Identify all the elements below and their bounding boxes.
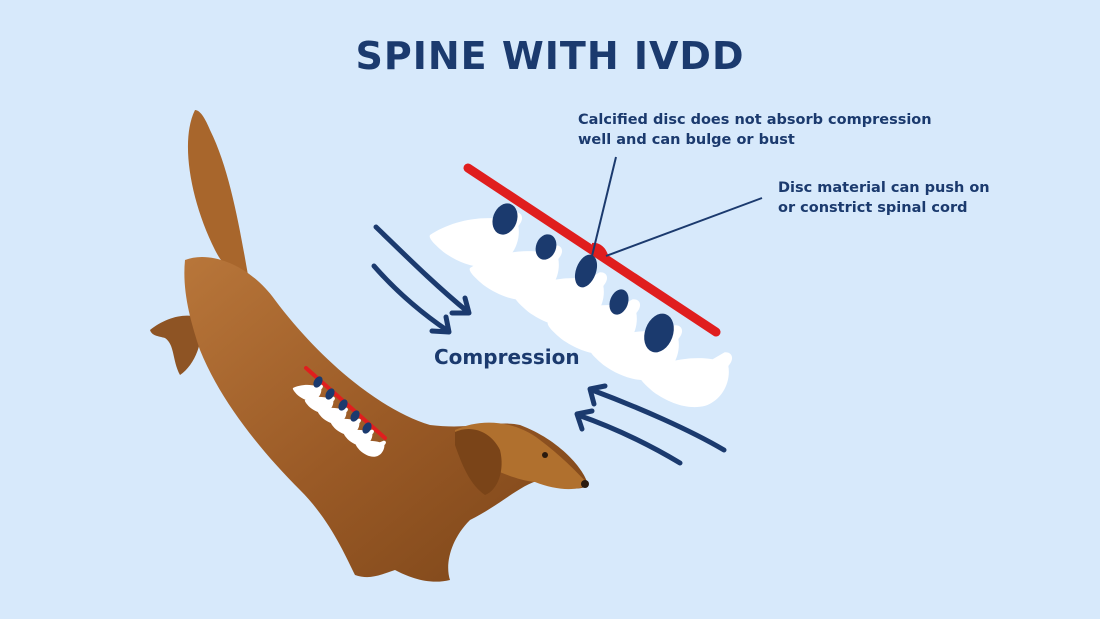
callout-disc-material: Disc material can push on or constrict s…: [778, 178, 1018, 218]
arrow-in-icon: [371, 263, 451, 334]
callout-line: or constrict spinal cord: [778, 200, 968, 216]
page-title: SPINE WITH IVDD: [355, 34, 745, 78]
disc: [535, 234, 557, 260]
compression-label: Compression: [434, 345, 580, 369]
disc: [492, 203, 518, 235]
dog-illustration: [150, 110, 589, 582]
compression-arrows: [371, 224, 727, 466]
callout-calcified-disc: Calcified disc does not absorb compressi…: [578, 110, 938, 150]
callout-leader-line: [591, 156, 617, 257]
arrow-in-icon: [373, 224, 471, 315]
callout-leader-line: [605, 197, 763, 257]
arrow-out-icon: [589, 387, 727, 453]
small-spine-overlay: [291, 366, 389, 462]
callout-line: Disc material can push on: [778, 180, 990, 196]
callout-line: Calcified disc does not absorb compressi…: [578, 112, 932, 128]
disc-calcified: [574, 254, 598, 288]
arrow-out-icon: [575, 412, 683, 466]
callout-line: well and can bulge or bust: [578, 132, 795, 148]
disc: [644, 313, 674, 353]
bulging-disc: [592, 242, 608, 256]
disc: [609, 289, 629, 315]
large-spine-diagram: [425, 156, 763, 423]
